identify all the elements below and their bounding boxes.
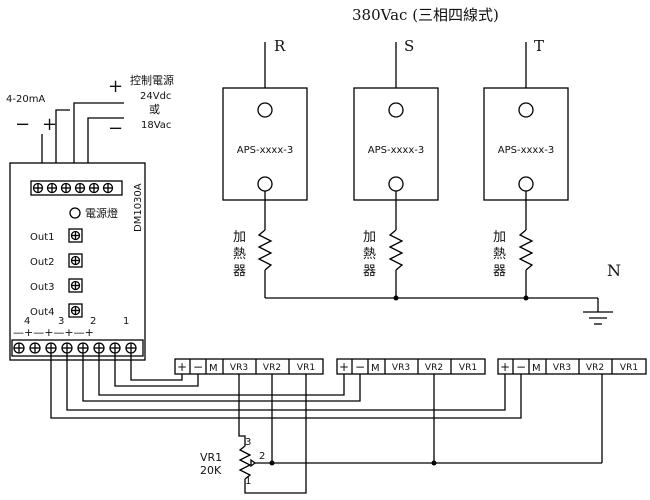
module-3-vr2: VR2: [586, 363, 604, 373]
bottom-num-4: 4: [24, 316, 30, 327]
phase-s-label: S: [404, 37, 414, 55]
control-power-title: 控制電源: [130, 73, 174, 87]
out1-label: Out1: [30, 232, 55, 243]
potentiometer-icon: [238, 445, 252, 480]
out2-label: Out2: [30, 257, 55, 268]
pot-pin3: 3: [245, 437, 251, 448]
pot-name: VR1: [200, 451, 222, 464]
heater-r: [257, 229, 273, 271]
module-3-plus: +: [500, 360, 510, 374]
controller: 電源燈 DM1030A Out1 Out2 Out3 Out4 4 3 2 1 …: [9, 162, 146, 361]
module-1-vr2: VR2: [263, 363, 281, 373]
polarity-marks: —+—+—+—+: [13, 326, 94, 339]
module-3-m: M: [532, 363, 541, 374]
bottom-num-2: 2: [90, 316, 96, 327]
potentiometer: VR1 20K 3 2 1: [200, 437, 265, 487]
heater-t-c3: 器: [493, 264, 506, 279]
control-power-line1: 24Vdc: [140, 91, 171, 102]
control-power-plus: +: [108, 76, 123, 97]
heater-s-c3: 器: [363, 264, 376, 279]
heater-s: [388, 229, 404, 271]
phase-r: R APS-xxxx-3 加 熱 器: [222, 37, 308, 298]
heater-t-c1: 加: [493, 230, 506, 245]
module-2: + − M VR3 VR2 VR1: [336, 358, 486, 375]
output-indicators: [68, 228, 83, 318]
module-2-vr2: VR2: [425, 363, 443, 373]
phase-r-label: R: [274, 37, 286, 55]
pot-value: 20K: [200, 464, 222, 477]
neutral-bus: N: [265, 261, 621, 325]
module-2-plus: +: [339, 360, 349, 374]
module-1-vr1: VR1: [297, 363, 315, 373]
control-power: + 控制電源 24Vdc 或 18Vac −: [73, 73, 174, 182]
module-1-plus: +: [177, 360, 187, 374]
bottom-num-3: 3: [58, 316, 64, 327]
module-1-minus: −: [193, 360, 203, 374]
module-2-vr3: VR3: [392, 363, 410, 373]
input-signal: 4-20mA − +: [6, 94, 70, 182]
input-signal-label: 4-20mA: [6, 94, 45, 105]
control-power-minus: −: [108, 118, 123, 139]
ssr-s-model: APS-xxxx-3: [368, 145, 424, 156]
control-power-line2: 或: [149, 103, 160, 116]
pot-pin1: 1: [245, 476, 251, 487]
module-3-minus: −: [516, 360, 526, 374]
bottom-terminals: [13, 342, 137, 354]
heater-s-c1: 加: [363, 230, 376, 245]
module-3-vr3: VR3: [553, 363, 571, 373]
module-3: + − M VR3 VR2 VR1: [497, 358, 647, 375]
ssr-r-model: APS-xxxx-3: [237, 145, 293, 156]
out4-label: Out4: [30, 307, 55, 318]
power-lamp-label: 電源燈: [85, 206, 118, 220]
heater-t: [518, 229, 534, 271]
pot-pin2: 2: [259, 451, 265, 462]
module-1: + − M VR3 VR2 VR1: [174, 358, 324, 375]
phase-s: S APS-xxxx-3 加 熱 器: [353, 37, 439, 298]
neutral-label: N: [607, 261, 621, 280]
control-wiring: [50, 353, 603, 494]
input-minus-sign: −: [15, 114, 30, 135]
ssr-t-model: APS-xxxx-3: [498, 145, 554, 156]
heater-t-c2: 熱: [493, 247, 506, 262]
module-2-vr1: VR1: [459, 363, 477, 373]
module-3-vr1: VR1: [620, 363, 638, 373]
module-1-vr3: VR3: [230, 363, 248, 373]
module-2-m: M: [371, 363, 380, 374]
top-terminals: [32, 182, 114, 194]
heater-s-c2: 熱: [363, 247, 376, 262]
power-lamp-icon: [69, 207, 81, 219]
controller-model: DM1030A: [133, 183, 144, 232]
control-power-line3: 18Vac: [141, 120, 171, 131]
out3-label: Out3: [30, 282, 55, 293]
bottom-num-1: 1: [123, 316, 129, 327]
heater-r-c2: 熱: [233, 247, 246, 262]
heater-r-c3: 器: [233, 264, 246, 279]
module-1-m: M: [209, 363, 218, 374]
module-2-minus: −: [355, 360, 365, 374]
input-plus-sign: +: [42, 114, 57, 135]
phase-t-label: T: [534, 37, 544, 55]
diagram-title: 380Vac (三相四線式): [352, 6, 499, 24]
phase-t: T APS-xxxx-3 加 熱 器: [483, 37, 569, 298]
heater-r-c1: 加: [233, 230, 246, 245]
